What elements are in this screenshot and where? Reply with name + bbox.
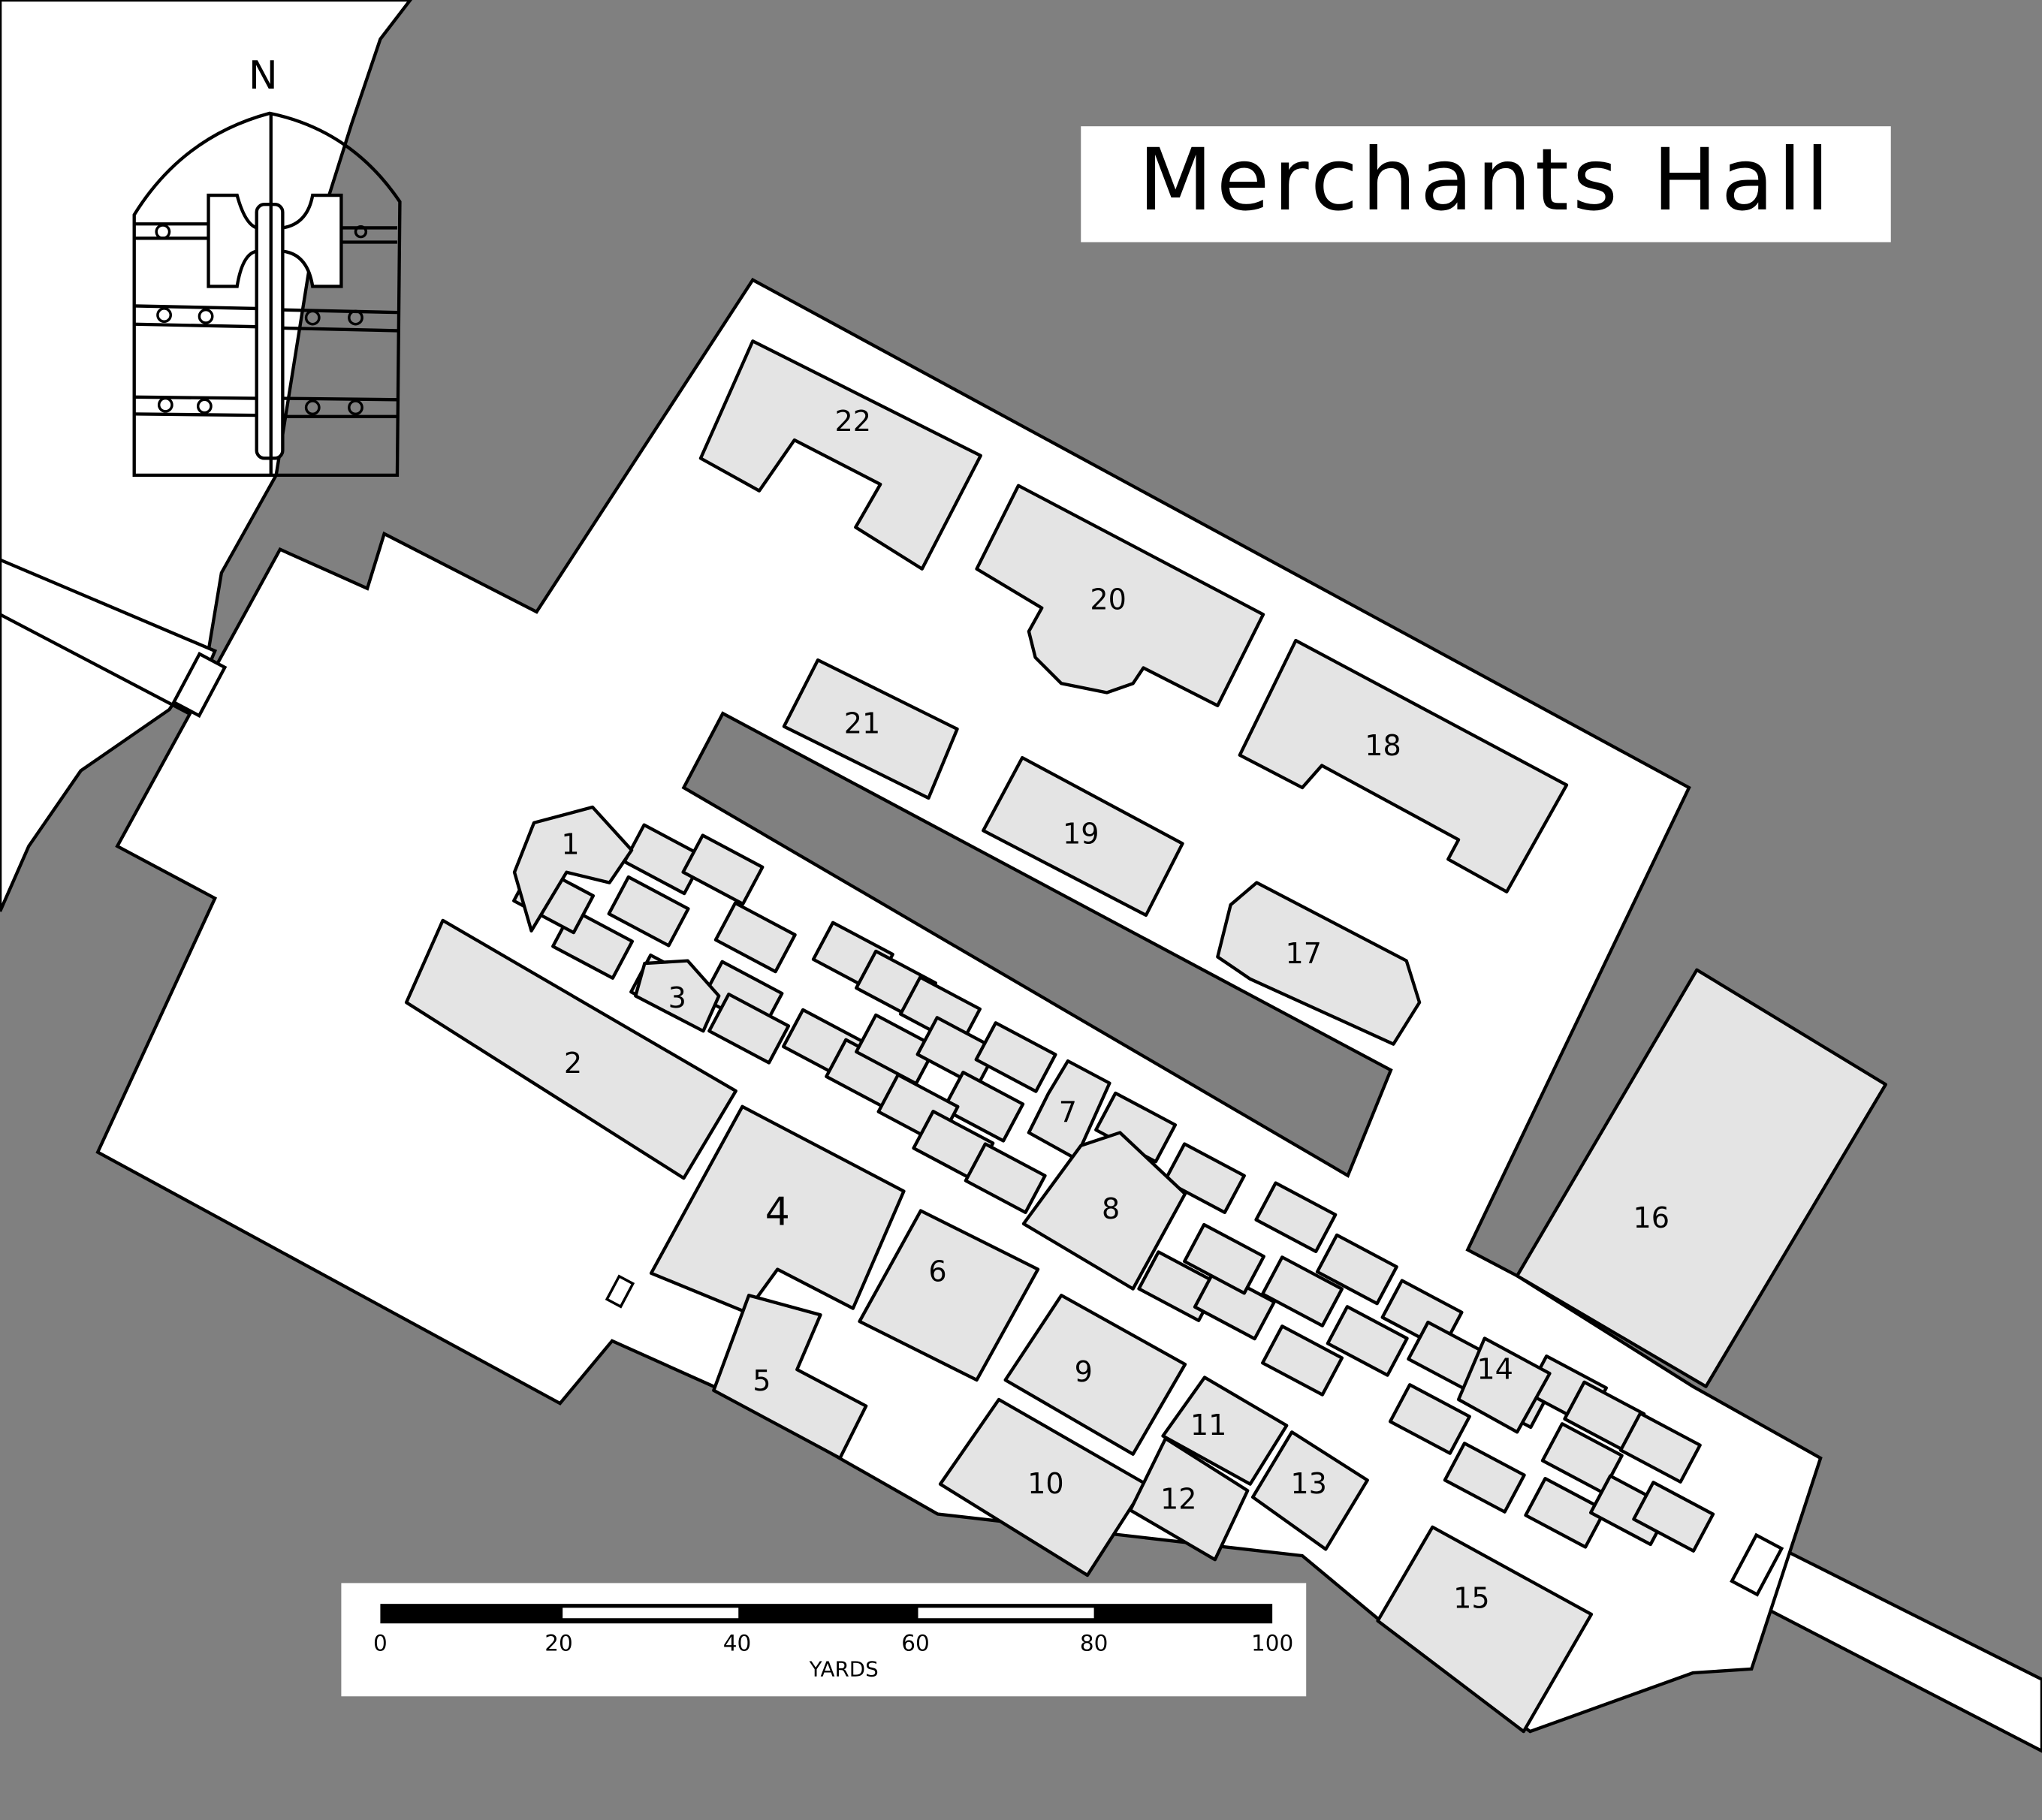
building-19[interactable] bbox=[982, 755, 1184, 918]
market-stall[interactable] bbox=[681, 833, 765, 906]
building-4[interactable] bbox=[649, 1104, 906, 1314]
market-stall[interactable] bbox=[607, 875, 690, 948]
building-label-9: 9 bbox=[1075, 1355, 1093, 1388]
building-14[interactable] bbox=[1456, 1336, 1552, 1434]
market-stall[interactable] bbox=[1261, 1255, 1344, 1327]
scale-tick-label: 100 bbox=[1251, 1630, 1293, 1656]
market-stall[interactable] bbox=[1261, 1324, 1344, 1397]
building-label-7: 7 bbox=[1059, 1096, 1077, 1129]
market-stall[interactable] bbox=[713, 901, 797, 974]
east-gate[interactable] bbox=[1730, 1532, 1784, 1597]
building-5[interactable] bbox=[712, 1294, 868, 1460]
building-22[interactable] bbox=[698, 339, 982, 571]
building-label-5: 5 bbox=[753, 1364, 771, 1397]
gates bbox=[171, 651, 1784, 1597]
market-stall[interactable] bbox=[1388, 1383, 1471, 1455]
buildings bbox=[404, 339, 1887, 1734]
market-stall[interactable] bbox=[1540, 1422, 1624, 1494]
market-stall[interactable] bbox=[1618, 1412, 1702, 1484]
building-label-6: 6 bbox=[928, 1255, 946, 1288]
market-stall[interactable] bbox=[1315, 1233, 1398, 1306]
building-label-20: 20 bbox=[1090, 583, 1127, 616]
building-7[interactable] bbox=[1027, 1059, 1111, 1161]
building-label-22: 22 bbox=[835, 405, 872, 438]
building-label-21: 21 bbox=[844, 707, 881, 740]
map-title: Merchants Hall bbox=[1139, 130, 1833, 230]
building-12[interactable] bbox=[1128, 1436, 1250, 1562]
building-8[interactable] bbox=[1021, 1131, 1187, 1291]
scale-tick-label: 60 bbox=[901, 1630, 930, 1656]
market-stall[interactable] bbox=[1524, 1476, 1607, 1549]
building-18[interactable] bbox=[1238, 638, 1569, 893]
market-stall[interactable] bbox=[707, 992, 791, 1065]
market-stall[interactable] bbox=[942, 1070, 1025, 1143]
building-label-2: 2 bbox=[564, 1047, 582, 1080]
building-6[interactable] bbox=[858, 1209, 1040, 1382]
title-box: Merchants Hall bbox=[1081, 126, 1891, 243]
market-stall[interactable] bbox=[1326, 1305, 1409, 1377]
scale-tick-label: 0 bbox=[373, 1630, 388, 1656]
compass-rose: N bbox=[132, 53, 402, 478]
scale-bar: 0 20 40 60 80 100 YARDS bbox=[341, 1583, 1307, 1697]
market-stall[interactable] bbox=[1182, 1222, 1265, 1295]
market-stall[interactable] bbox=[964, 1142, 1047, 1215]
building-label-4: 4 bbox=[765, 1190, 790, 1235]
scale-tick-label: 80 bbox=[1080, 1630, 1108, 1656]
scale-tick-label: 20 bbox=[544, 1630, 573, 1656]
market-stall[interactable] bbox=[1163, 1142, 1246, 1215]
building-label-1: 1 bbox=[561, 828, 579, 861]
building-label-19: 19 bbox=[1063, 818, 1099, 851]
building-label-14: 14 bbox=[1476, 1352, 1513, 1385]
building-20[interactable] bbox=[975, 484, 1265, 707]
building-10[interactable] bbox=[938, 1397, 1148, 1577]
building-label-3: 3 bbox=[668, 981, 686, 1014]
west-gate[interactable] bbox=[171, 651, 228, 719]
building-9[interactable] bbox=[1003, 1294, 1187, 1456]
building-label-16: 16 bbox=[1633, 1201, 1669, 1234]
market-stall[interactable] bbox=[915, 1016, 999, 1088]
building-label-11: 11 bbox=[1190, 1409, 1227, 1442]
building-21[interactable] bbox=[782, 658, 959, 800]
building-17[interactable] bbox=[1216, 881, 1422, 1046]
building-label-13: 13 bbox=[1290, 1467, 1327, 1500]
building-11[interactable] bbox=[1161, 1376, 1289, 1486]
building-label-17: 17 bbox=[1285, 937, 1322, 970]
market-stall[interactable] bbox=[1443, 1442, 1526, 1514]
market-stall[interactable] bbox=[974, 1021, 1057, 1093]
building-3[interactable] bbox=[634, 959, 721, 1033]
compass-north-label: N bbox=[249, 53, 278, 98]
building-15[interactable] bbox=[1376, 1525, 1594, 1734]
market-stall[interactable] bbox=[855, 1013, 938, 1086]
market-stall[interactable] bbox=[1632, 1481, 1715, 1553]
building-2[interactable] bbox=[404, 918, 737, 1180]
building-label-10: 10 bbox=[1027, 1467, 1064, 1500]
building-label-8: 8 bbox=[1102, 1192, 1120, 1225]
building-13[interactable] bbox=[1250, 1430, 1369, 1551]
south-gate[interactable] bbox=[605, 1274, 635, 1309]
inner-courtyard bbox=[681, 711, 1393, 1178]
scale-tick-label: 40 bbox=[723, 1630, 752, 1656]
building-16[interactable] bbox=[1515, 968, 1887, 1388]
market-stall[interactable] bbox=[1254, 1181, 1338, 1254]
building-1[interactable] bbox=[512, 805, 634, 933]
building-label-12: 12 bbox=[1160, 1483, 1197, 1516]
building-label-18: 18 bbox=[1365, 729, 1401, 762]
building-label-15: 15 bbox=[1453, 1581, 1490, 1614]
scale-unit: YARDS bbox=[809, 1657, 879, 1682]
